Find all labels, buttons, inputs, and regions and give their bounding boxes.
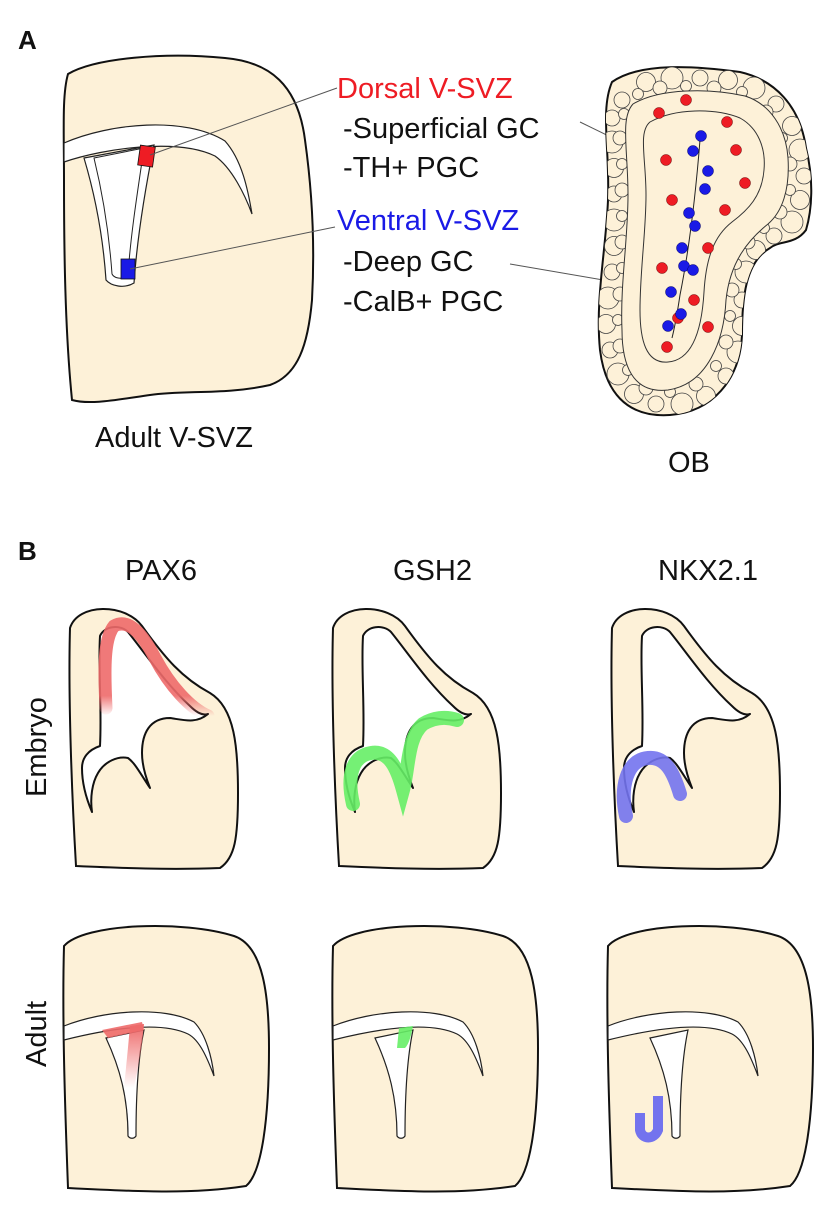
dorsal-leader-line — [149, 87, 338, 156]
superficial-cell-dot — [666, 194, 678, 206]
superficial-cell-dot — [680, 94, 692, 106]
superficial-cell-dot — [688, 294, 700, 306]
glomerulus-circle — [603, 109, 621, 127]
deep-cell-dot — [702, 165, 714, 177]
superficial-cell-dot — [730, 144, 742, 156]
row-label-adult: Adult — [21, 1001, 53, 1067]
glomerulus-circle — [636, 72, 656, 92]
dorsal-line-2: -TH+ PGC — [343, 152, 479, 184]
dorsal-vsvz-title: Dorsal V-SVZ — [337, 73, 513, 105]
deep-cell-dot — [699, 183, 711, 195]
superficial-cell-dot — [702, 242, 714, 254]
column-label-pax6: PAX6 — [125, 555, 197, 587]
glomerulus-circle — [765, 227, 783, 245]
glomerulus-circle — [691, 69, 709, 87]
ventral-vsvz-marker — [120, 258, 136, 280]
glomerulus-circle — [790, 190, 810, 210]
ob-outer-layer — [621, 90, 789, 391]
glomerulus-circle — [718, 70, 738, 90]
column-label-nkx21: NKX2.1 — [658, 555, 758, 587]
adult-gsh2-expression — [397, 1026, 413, 1048]
glomerulus-circle — [680, 80, 692, 92]
glomerulus-circle — [780, 210, 804, 234]
glomerulus-circle — [660, 67, 684, 90]
glomerulus-circle — [598, 314, 616, 334]
glomerulus-circle — [710, 360, 722, 372]
ob-rms-line — [671, 139, 701, 339]
adult-nkx21-section — [606, 924, 814, 1193]
embryo-pax6-section — [68, 607, 240, 870]
embryo-gsh2-expression — [343, 710, 464, 817]
glomerulus-circle — [647, 395, 665, 413]
glomerulus-circle — [614, 182, 630, 198]
deep-cell-dot — [687, 145, 699, 157]
glomerulus-circle — [613, 91, 631, 109]
ventral-line-2: -CalB+ PGC — [343, 286, 503, 318]
glomerulus-circle — [732, 316, 752, 336]
superficial-cell-dot — [656, 262, 668, 274]
glomerulus-circle — [724, 310, 736, 322]
adult-gsh2-section — [331, 924, 539, 1193]
adult-vsvz-ventricle — [83, 144, 155, 287]
adult-pax6-section — [62, 924, 271, 1193]
superficial-cell-dot — [721, 116, 733, 128]
deep-cell-dot — [689, 220, 701, 232]
superficial-cell-dot — [660, 154, 672, 166]
ob-caption: OB — [668, 447, 710, 479]
superficial-cell-dot — [653, 107, 665, 119]
adult-nkx21-expression — [635, 1096, 663, 1143]
adult-pax6-wall-expression — [124, 1024, 144, 1088]
ventral-line-1: -Deep GC — [343, 246, 474, 278]
deep-cell-dot — [687, 264, 699, 276]
embryo-pax6-expression — [98, 617, 215, 723]
ventral-vsvz-title: Ventral V-SVZ — [337, 205, 519, 237]
superficial-cell-dot — [661, 341, 673, 353]
glomerulus-circle — [612, 130, 628, 146]
embryo-nkx21-expression — [616, 750, 687, 823]
deep-cell-dot — [676, 242, 688, 254]
olfactory-bulb — [597, 66, 813, 417]
superficial-cell-dot — [739, 177, 751, 189]
ob-inner-layer — [639, 110, 765, 363]
deep-cell-dot — [683, 207, 695, 219]
adult-vsvz-caption: Adult V-SVZ — [95, 422, 253, 454]
superficial-cell-dot — [702, 321, 714, 333]
embryo-gsh2-section — [331, 607, 502, 870]
panel-b-letter: B — [18, 536, 37, 566]
glomerulus-circle — [632, 88, 644, 100]
deep-cell-dot — [665, 286, 677, 298]
glomerulus-circle — [795, 167, 812, 185]
glomerulus-circle — [616, 210, 628, 222]
column-label-gsh2: GSH2 — [393, 555, 472, 587]
dorsal-vsvz-marker — [137, 144, 156, 168]
adult-vsvz-section — [62, 54, 338, 404]
row-label-embryo: Embryo — [21, 697, 53, 797]
ob-cell-dots — [653, 94, 751, 353]
superficial-cell-dot — [719, 204, 731, 216]
ventral-leader-line — [129, 226, 336, 270]
dorsal-line-1: -Superficial GC — [343, 113, 540, 145]
embryo-nkx21-section — [610, 607, 781, 870]
deep-cell-dot — [662, 320, 674, 332]
glomerulus-circle — [718, 334, 734, 350]
deep-cell-dot — [695, 130, 707, 142]
deep-cell-dot — [675, 308, 687, 320]
glomerulus-circle — [616, 158, 628, 170]
panel-a-letter: A — [18, 25, 37, 55]
